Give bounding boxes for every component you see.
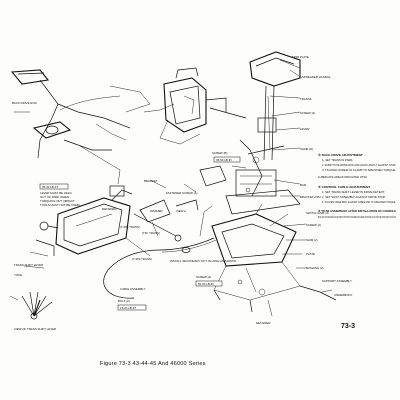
label-bracket-asm: BRACKET ASM. <box>300 195 322 199</box>
label-spreader-handle: SPREADER HANDLE <box>302 75 331 79</box>
label-support-assembly: SUPPORT ASSEMBLY <box>322 279 352 283</box>
cable-step-2: 2. SET SHIFT ASSEMBLY AGAINST DRIVE STOP… <box>322 195 386 199</box>
label-screw-lbs: SCREW (4) <box>196 275 211 279</box>
label-bolt: BOLT (3) <box>118 299 130 303</box>
label-trans-shift-lever: TRANS SHIFT LEVER <box>14 263 43 267</box>
label-bracket: BRACKET <box>144 179 158 183</box>
back-drive-step-1: 1. SET TRANS IN PARK. <box>322 158 353 162</box>
label-shim: SHIM (2) <box>306 238 318 242</box>
page-number: 73-3 <box>341 323 356 330</box>
retainer-bracket <box>139 165 227 237</box>
label-spacer: (TRI. TRANS) <box>142 231 160 235</box>
label-plate: PLATE <box>306 252 315 256</box>
label-bar: BAR <box>300 183 306 187</box>
shifter-housing <box>143 67 247 145</box>
console-lever-assembly <box>225 51 303 215</box>
cable-step-1: 1. SET TRANS SHIFT LEVER IN DRIVE DETENT… <box>322 190 385 194</box>
label-screw-2: SCREW (2) <box>306 223 321 227</box>
label-underbody: UNDERBODY <box>334 293 353 297</box>
label-install: INSTALL SECONDARY NUT IN HOLE AS SHOWN <box>170 259 236 263</box>
label-torque-c: 35-50 LB-IN <box>216 158 232 162</box>
label-retainer: RETAINER <box>102 207 116 211</box>
back-drive-title: ① BACK DRIVE ADJUSTMENT <box>318 153 363 157</box>
cable-title: ② CONTROL CABLE ADJUSTMENT <box>318 185 370 189</box>
label-washer: WASHER <box>150 209 163 213</box>
figure-caption: Figure 73-3 43-44-45 And 46000 Series <box>100 361 206 367</box>
label-screw-b: SCREW (B) <box>212 151 227 155</box>
label-back-drive-rod: BACK DRIVE ROD <box>12 101 37 105</box>
label-cable-assembly: CABLE ASSEMBLY <box>120 287 146 291</box>
label-transf: TRANSF. <box>300 97 312 101</box>
label-switch-asm: SWITCH ASM (4) <box>306 211 329 215</box>
lubricate-note: LUBRICATE AREAS INDICATED WITH <box>318 175 367 179</box>
back-drive-step-3: 3. TIGHTEN SCREW IN CLAMP TO SPECIFIED T… <box>322 168 396 172</box>
pedal-assembly <box>10 69 151 185</box>
label-note-gear: LEVER MUST BE HELD OUT OF PARK WHEN TORQ… <box>40 191 80 207</box>
label-lever: LEVER <box>300 127 309 131</box>
label-slide: SLIDE (D) <box>300 147 313 151</box>
shift-lever-detail-view <box>9 291 53 320</box>
label-fork-right: (T-350 TRANS) <box>132 257 152 261</box>
label-trim-plate: TRIM PLATE <box>292 55 309 59</box>
label-yoke: YOKE <box>14 273 22 277</box>
back-drive-step-2: 2. SUBSTITUTE DRIVE ROD AND HOLD LIGHTLY… <box>322 163 396 167</box>
label-torque-a: 35-30 LB-FT <box>42 185 58 189</box>
control-cable <box>103 205 217 299</box>
console-title: ③ TO BE ASSEMBLED AFTER INSTALLATION OF … <box>318 209 396 213</box>
label-fastener: FASTENER SCREW (A) <box>166 191 198 195</box>
label-fork-left: (T-350 TRANS) <box>120 225 140 229</box>
floor-bracket-assembly <box>211 203 337 317</box>
label-screw: SCREW (2) <box>300 111 315 115</box>
transmission-shift-area <box>23 185 182 269</box>
label-view-a: VIEW A <box>176 209 186 213</box>
cable-step-3: 3. TIGHTEN CABLE BOLT AGAINST CABLE END … <box>322 200 396 204</box>
label-bushing: BUSHING (2) <box>306 266 324 270</box>
adjustment-notes: ① BACK DRIVE ADJUSTMENT 1. SET TRANS IN … <box>318 153 396 219</box>
label-torque-d: 15-20 LB-FT <box>120 306 136 310</box>
label-torque-b: 50-60 LB-IN <box>198 282 214 286</box>
label-retainer-b: RETAINER <box>256 321 270 325</box>
label-view-shift-lever: VIEW OF TRANS SHIFT LEVER <box>14 327 56 331</box>
console-warning: NEUTRAL SAFETY SWITCH REPLACEMENT: CHECK… <box>318 215 396 219</box>
